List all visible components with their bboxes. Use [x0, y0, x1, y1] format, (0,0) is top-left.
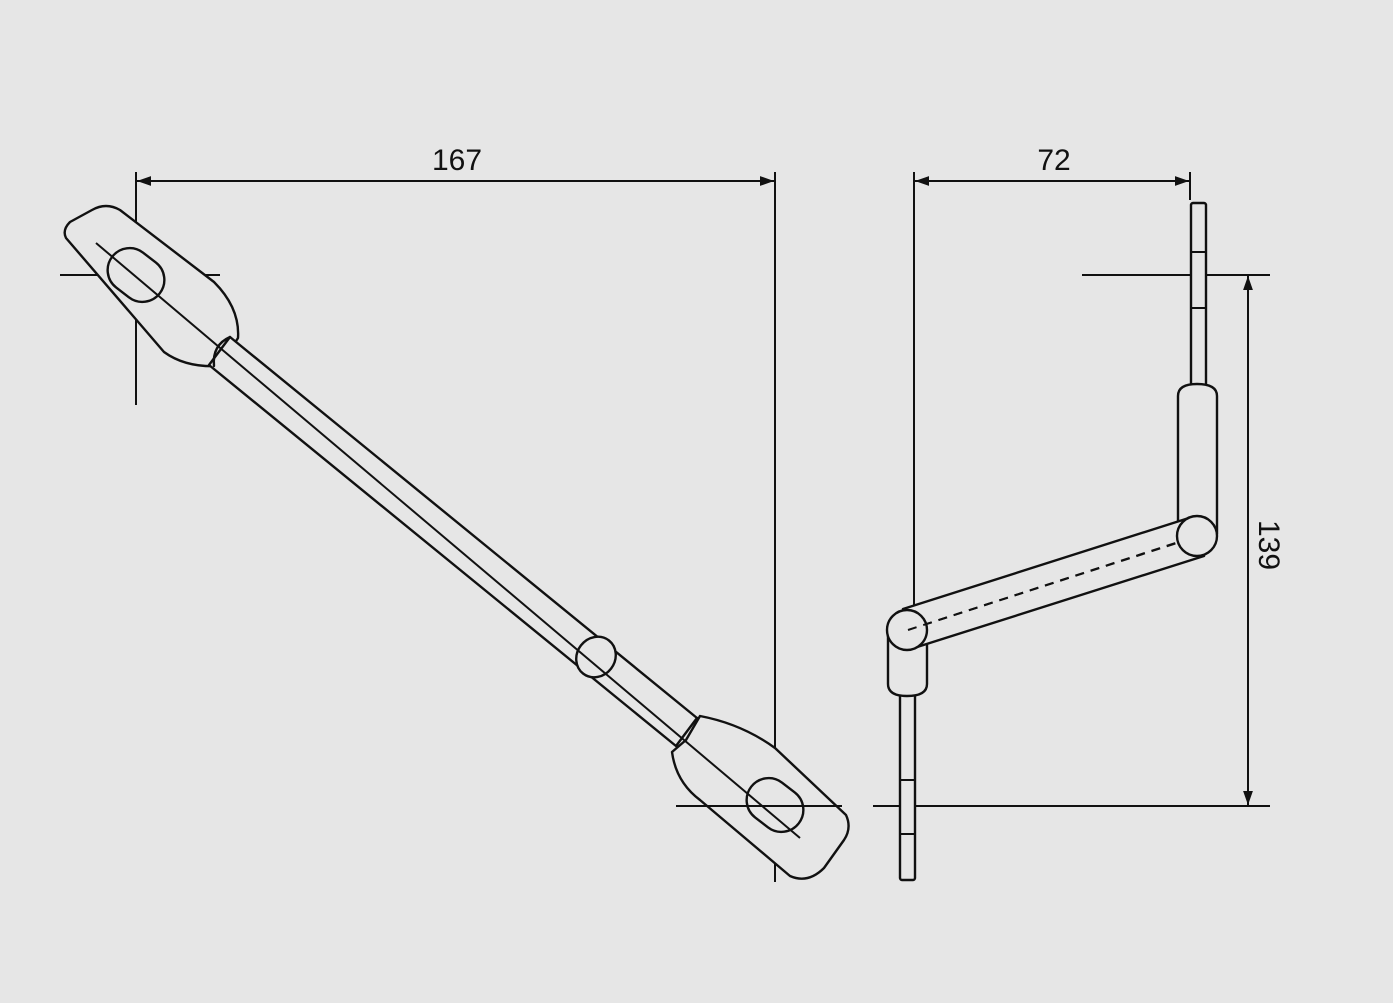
side-lower-plate — [898, 688, 917, 882]
side-height-label: 139 — [1252, 520, 1285, 570]
side-lower-joint — [885, 608, 929, 652]
side-upper-joint — [1175, 514, 1219, 558]
front-axis-line — [95, 242, 801, 839]
dimension-front-width: 167 — [137, 144, 774, 186]
dimension-side-width: 72 — [915, 144, 1189, 186]
side-view-crank — [873, 172, 1270, 882]
side-width-label: 72 — [1037, 144, 1070, 177]
side-upper-cylinder — [1176, 382, 1219, 536]
front-view-stay — [60, 172, 850, 882]
side-upper-plate — [1189, 201, 1208, 395]
front-rivet — [575, 635, 617, 679]
front-bottom-paddle — [670, 714, 850, 880]
front-width-label: 167 — [432, 144, 482, 177]
front-bar-cap-top — [212, 335, 232, 368]
dimension-side-height: 139 — [1243, 276, 1285, 805]
front-bottom-slot — [745, 776, 805, 834]
front-bar — [207, 335, 699, 748]
side-arm — [901, 515, 1206, 650]
